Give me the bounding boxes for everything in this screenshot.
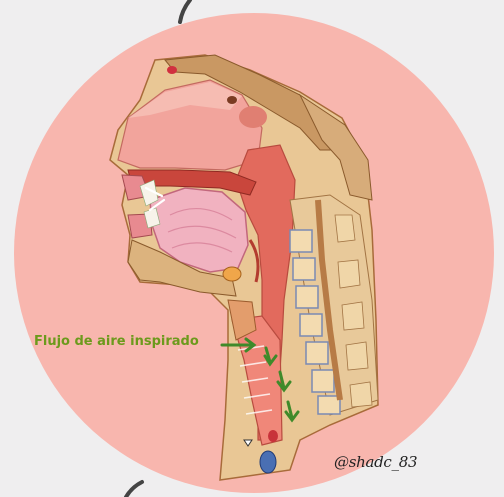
upper-dark-spot [227, 96, 237, 104]
artist-signature: @shadc_83 [334, 453, 417, 471]
hyoid [223, 267, 241, 281]
airflow-caption: Flujo de aire inspirado [34, 334, 199, 349]
top-red-mark [167, 66, 177, 74]
pituitary-region [239, 106, 267, 128]
lower-red-vessel [268, 430, 278, 442]
lower-vessel [260, 451, 276, 473]
top-stroke [180, 0, 190, 22]
bottom-stroke [126, 482, 142, 497]
